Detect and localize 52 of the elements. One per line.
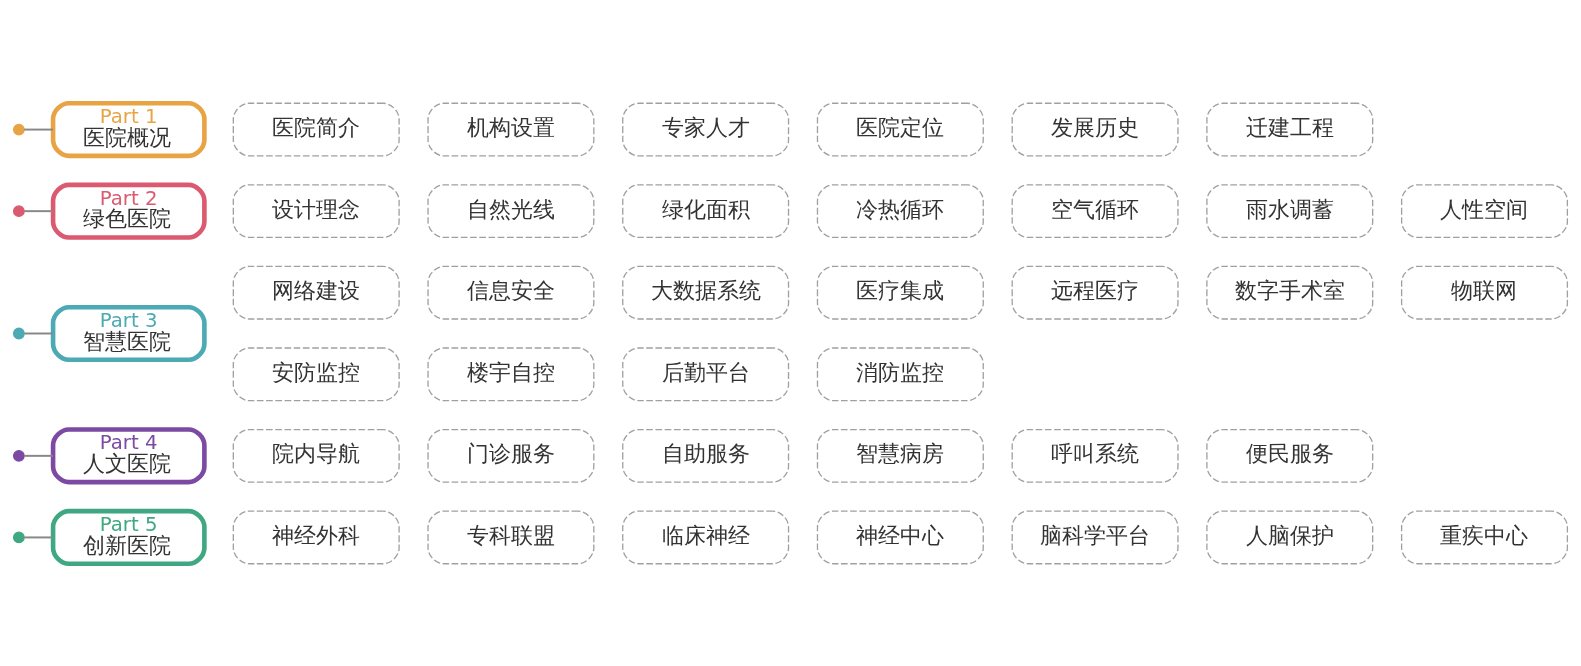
node-box: 空气循环 xyxy=(1011,183,1179,238)
node-box: 大数据系统 xyxy=(622,265,790,320)
node-box: 医院简介 xyxy=(232,102,400,157)
node-circle xyxy=(12,327,25,339)
node-box: 人脑保护 xyxy=(1206,509,1374,564)
node-circle xyxy=(12,123,25,135)
node-box: 设计理念 xyxy=(232,183,400,238)
node-box: 远程医疗 xyxy=(1011,265,1179,320)
node-box: 绿化面积 xyxy=(622,183,790,238)
node-box: 后勤平台 xyxy=(622,346,790,401)
node-box: 医院定位 xyxy=(816,102,984,157)
node-box: 人性空间 xyxy=(1400,183,1569,238)
node-box: 自然光线 xyxy=(427,183,595,238)
node-box: 院内导航 xyxy=(232,428,400,483)
node-box: Part 5 创新医院 xyxy=(50,508,207,566)
node-box: 专科联盟 xyxy=(427,509,595,564)
node-box: 信息安全 xyxy=(427,265,595,320)
node-box: 呼叫系统 xyxy=(1011,428,1179,483)
node-box: 冷热循环 xyxy=(816,183,984,238)
node-box: 专家人才 xyxy=(622,102,790,157)
node-box: 神经中心 xyxy=(816,509,984,564)
node-box: 脑科学平台 xyxy=(1011,509,1179,564)
node-box: 发展历史 xyxy=(1011,102,1179,157)
node-box: 临床神经 xyxy=(622,509,790,564)
node-circle xyxy=(12,204,25,217)
node-box: Part 4 人文医院 xyxy=(50,426,207,484)
node-box: 重疾中心 xyxy=(1400,509,1569,564)
node-box: 医疗集成 xyxy=(816,265,984,320)
node-box: 便民服务 xyxy=(1206,428,1374,483)
node-circle xyxy=(12,449,25,462)
connector xyxy=(23,454,54,457)
node-box: 数字手术室 xyxy=(1206,265,1374,320)
connector xyxy=(23,535,54,538)
node-box: 机构设置 xyxy=(427,102,595,157)
node-box: 门诊服务 xyxy=(427,428,595,483)
connector xyxy=(23,128,54,131)
node-box: 雨水调蓄 xyxy=(1206,183,1374,238)
connector xyxy=(23,209,54,212)
node-box: 神经外科 xyxy=(232,509,400,564)
node-box: 网络建设 xyxy=(232,265,400,320)
node-box: 安防监控 xyxy=(232,346,400,401)
node-circle xyxy=(12,531,25,543)
node-box: 楼宇自控 xyxy=(427,346,595,401)
connector xyxy=(23,332,54,334)
node-box: 智慧病房 xyxy=(816,428,984,483)
node-box: 物联网 xyxy=(1400,265,1569,320)
node-box: Part 2 绿色医院 xyxy=(50,182,207,240)
node-box: Part 3 智慧医院 xyxy=(50,304,207,362)
node-box: 消防监控 xyxy=(816,346,984,401)
node-box: 迁建工程 xyxy=(1206,102,1374,157)
node-box: 自助服务 xyxy=(622,428,790,483)
node-box: Part 1 医院概况 xyxy=(50,100,207,158)
